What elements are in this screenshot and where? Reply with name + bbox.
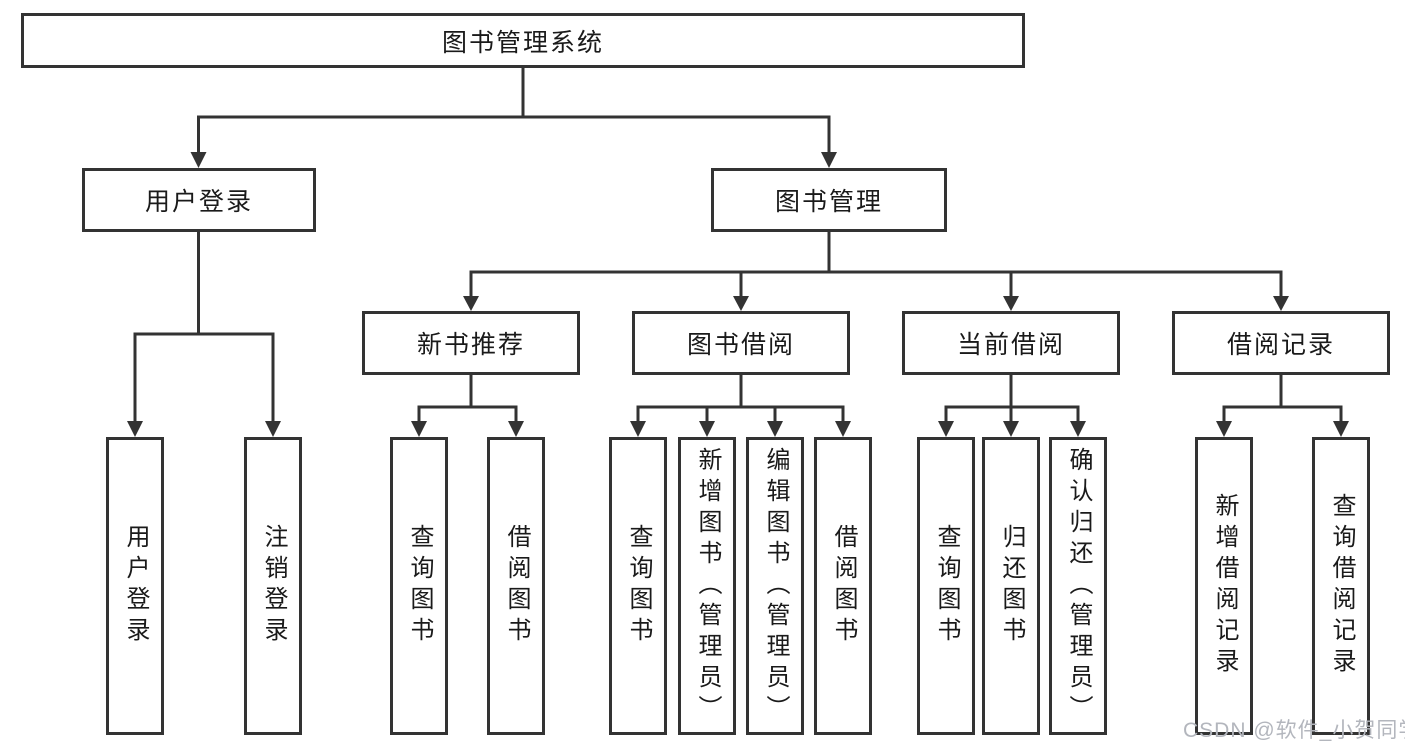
node-nbr-borrow-book: 借阅图书 bbox=[487, 437, 545, 735]
node-bb-query-book: 查询图书 bbox=[609, 437, 667, 735]
node-book-management: 图书管理 bbox=[711, 168, 947, 232]
node-bb-borrow-book: 借阅图书 bbox=[814, 437, 872, 735]
node-current-borrowing: 当前借阅 bbox=[902, 311, 1120, 375]
node-bb-add-book: 新增图书（管理员） bbox=[678, 437, 736, 735]
node-logout: 注销登录 bbox=[244, 437, 302, 735]
node-bb-edit-book: 编辑图书（管理员） bbox=[746, 437, 804, 735]
node-login: 用户登录 bbox=[106, 437, 164, 735]
node-br-add-record: 新增借阅记录 bbox=[1195, 437, 1253, 735]
node-nbr-query-book: 查询图书 bbox=[390, 437, 448, 735]
node-new-book-recommend: 新书推荐 bbox=[362, 311, 580, 375]
node-user-login: 用户登录 bbox=[82, 168, 316, 232]
node-library-system: 图书管理系统 bbox=[21, 13, 1025, 68]
node-cb-return-book: 归还图书 bbox=[982, 437, 1040, 735]
node-cb-confirm-return: 确认归还（管理员） bbox=[1049, 437, 1107, 735]
node-book-borrowing: 图书借阅 bbox=[632, 311, 850, 375]
watermark: CSDN @软件_小贺同学 bbox=[1183, 719, 1405, 742]
node-borrowing-records: 借阅记录 bbox=[1172, 311, 1390, 375]
node-br-query-record: 查询借阅记录 bbox=[1312, 437, 1370, 735]
node-cb-query-book: 查询图书 bbox=[917, 437, 975, 735]
